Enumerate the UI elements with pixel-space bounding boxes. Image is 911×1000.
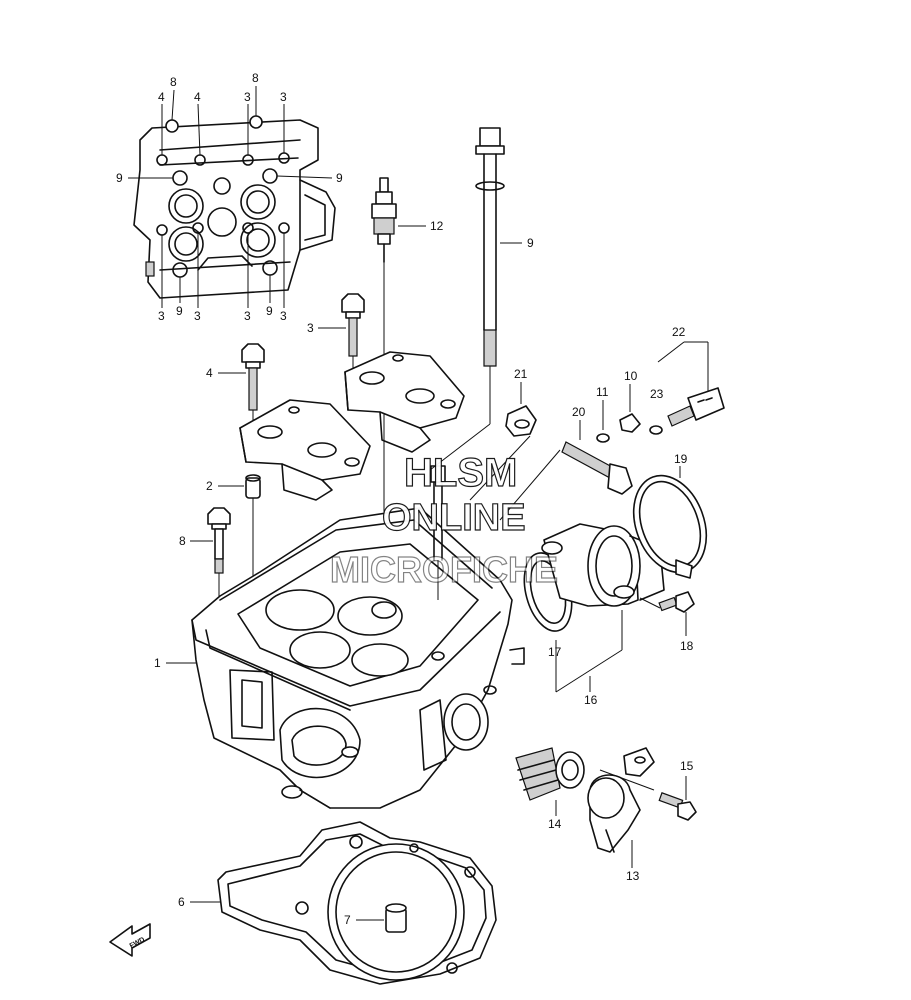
callout-bot-9b: 9 [266,304,273,318]
bolt-3 [318,293,365,380]
watermark: HLSM ONLINE MICROFICHE [329,450,558,590]
washer-11 [596,400,610,443]
cylinder-head-top-view [133,115,336,299]
top-view-leaders [128,86,333,308]
callout-23: 23 [650,387,664,401]
callout-10: 10 [624,369,638,383]
stud-rods [429,423,491,600]
top-view-callouts: 8 8 4 4 3 3 9 9 3 9 3 3 9 3 [116,71,343,323]
callout-top-8a: 8 [170,75,177,89]
thermostat-cover [587,747,655,868]
hose-clamp [632,466,708,579]
callout-9: 9 [527,236,534,250]
bolt-18 [639,591,695,636]
callout-bot-3c: 3 [244,309,251,323]
callout-top-4a: 4 [158,90,165,104]
thermostat [515,747,585,816]
camshaft-holder-left [239,399,371,501]
callout-22: 22 [672,325,686,339]
callout-11: 11 [596,385,609,399]
dowel-pin-7 [356,903,407,933]
bolt-10 [619,384,641,433]
callout-7: 7 [344,913,351,927]
callout-top-3a: 3 [244,90,251,104]
bolt-15 [599,769,697,821]
callout-6: 6 [178,895,185,909]
callout-14: 14 [548,817,562,831]
watermark-line-1: HLSM [404,451,517,495]
long-stud-bolt [475,127,522,424]
callout-8: 8 [179,534,186,548]
callout-19: 19 [674,452,688,466]
callout-top-9-left: 9 [116,171,123,185]
cylinder-head-gasket [190,821,497,985]
callout-top-8b: 8 [252,71,259,85]
callout-20: 20 [572,405,586,419]
cylinder-head-main [166,507,525,809]
callout-16: 16 [584,693,598,707]
callout-bot-9a: 9 [176,304,183,318]
dowel-pin-2 [218,474,261,600]
watermark-line-3: MICROFICHE [330,549,558,590]
bolt-8 [190,507,231,600]
callout-13: 13 [626,869,640,883]
callout-21: 21 [514,367,528,381]
callout-18: 18 [680,639,694,653]
nut-21 [469,382,537,501]
callout-4: 4 [206,366,213,380]
callout-12: 12 [430,219,444,233]
callout-17: 17 [548,645,562,659]
temperature-sensor [649,341,725,435]
fwd-arrow-icon: FWD [109,923,151,957]
bolt-20 [499,420,633,521]
watermark-line-2: ONLINE [382,497,526,539]
callout-bot-3b: 3 [194,309,201,323]
callout-top-9-right: 9 [336,171,343,185]
callout-2: 2 [206,479,213,493]
callout-3: 3 [307,321,314,335]
bolt-4 [218,343,265,440]
callout-top-4b: 4 [194,90,201,104]
callout-1: 1 [154,656,161,670]
intake-pipe [523,523,665,693]
camshaft-holder-right [344,351,465,453]
callout-bot-3d: 3 [280,309,287,323]
callout-bot-3a: 3 [158,309,165,323]
callout-top-3b: 3 [280,90,287,104]
callout-15: 15 [680,759,694,773]
